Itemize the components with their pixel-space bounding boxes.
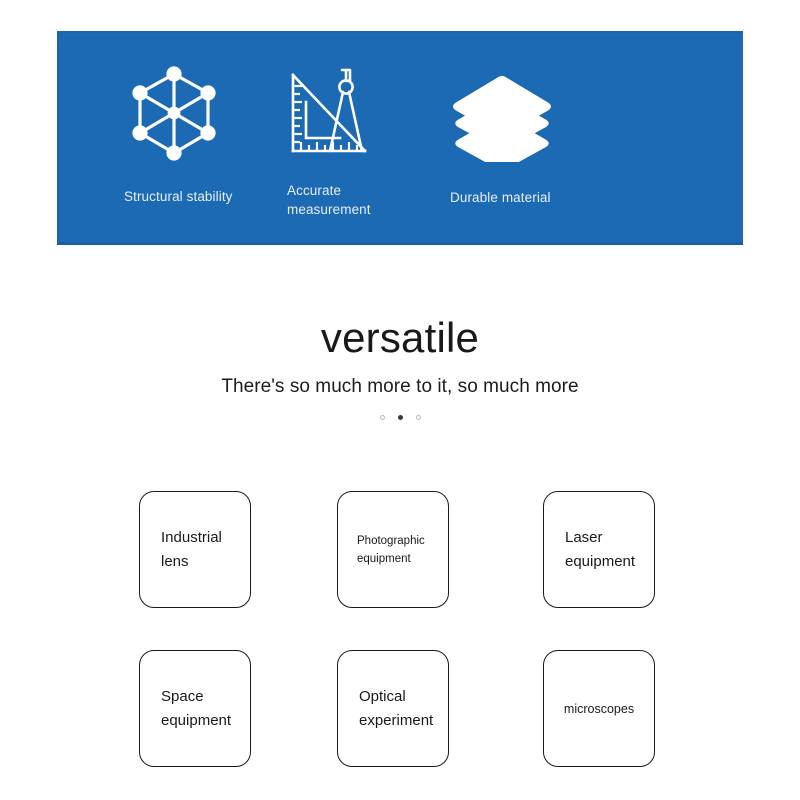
feature-label: Durable material [450,190,551,205]
card-space-equipment[interactable]: Space equipment [139,650,251,767]
carousel-dots[interactable] [0,415,800,420]
headline-section: versatile There's so much more to it, so… [0,312,800,420]
carousel-dot-3[interactable] [415,415,421,420]
stacked-layers-icon [449,74,555,176]
card-label: Optical experiment [359,687,434,729]
card-laser-equipment[interactable]: Laser equipment [543,491,655,608]
carousel-dot-1[interactable] [379,415,385,420]
watermark-text [543,749,661,765]
feature-item-structural-stability: Structural stability [124,66,233,206]
card-label: Photographic equipment [357,534,425,565]
card-microscopes[interactable]: microscopes [543,650,655,767]
application-card-grid: Industrial lens Photographic equipment L… [139,491,659,767]
ruler-compass-icon [287,65,371,168]
card-industrial-lens[interactable]: Industrial lens [139,491,251,608]
card-label: Industrial lens [161,528,222,570]
card-label: Laser equipment [565,528,636,570]
card-optical-experiment[interactable]: Optical experiment [337,650,449,767]
page-subtitle: There's so much more to it, so much more [221,376,579,397]
cube-lattice-icon [127,66,221,171]
feature-item-accurate-measurement: Accurate measurement [287,65,371,219]
page-title: versatile [320,314,480,361]
feature-banner: Structural stability [57,31,743,245]
feature-label: Structural stability [124,189,233,204]
card-label: Space equipment [161,687,232,729]
card-label: microscopes [563,701,635,716]
card-photographic-equipment[interactable]: Photographic equipment [337,491,449,608]
carousel-dot-2-active[interactable] [397,415,403,420]
feature-label: Accurate measurement [287,183,371,217]
feature-item-durable-material: Durable material [449,74,555,207]
